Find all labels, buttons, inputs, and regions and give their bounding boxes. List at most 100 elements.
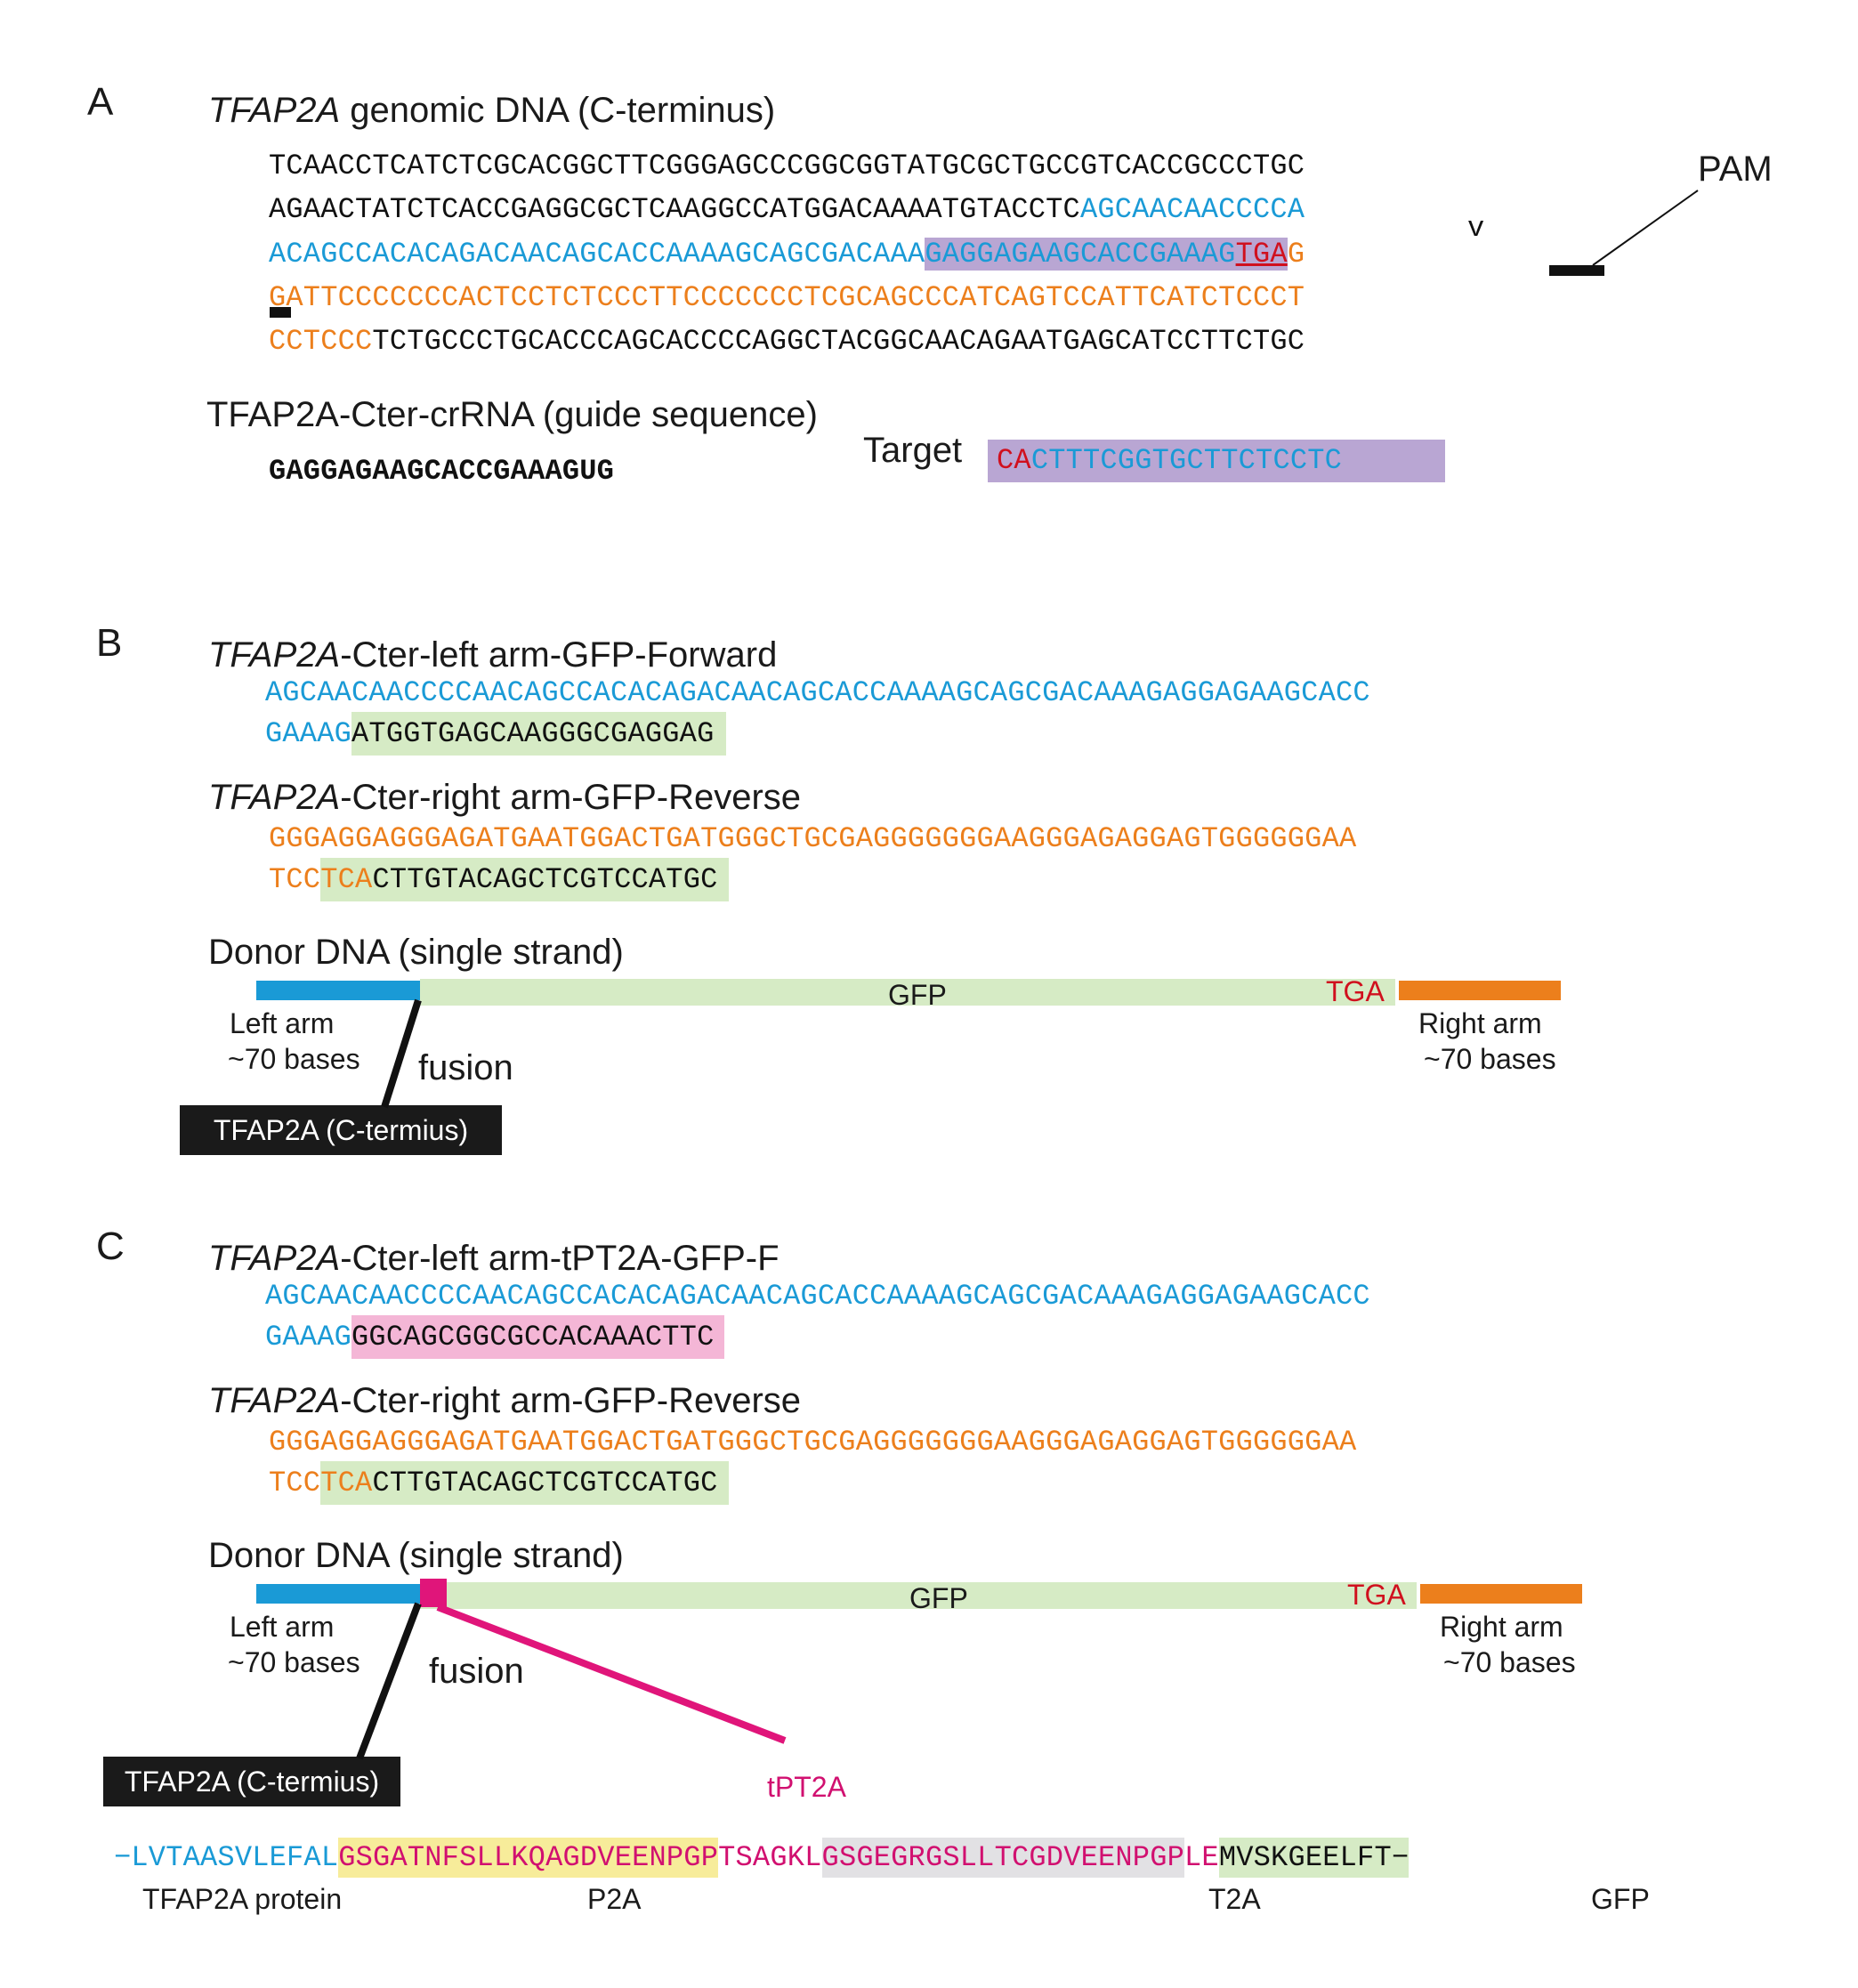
right-arm-label: Right arm (1440, 1611, 1563, 1643)
primer-name-rest: -Cter-left arm-GFP-Forward (340, 635, 778, 675)
linker-seq: TSAGKL (718, 1841, 822, 1874)
cut-site-mark: v (1467, 212, 1485, 245)
rev-primer-line-1: GGGAGGAGGGAGATGAATGGACTGATGGGCTGCGAGGGGG… (269, 1426, 1357, 1459)
tfap2a-protein-label: TFAP2A protein (142, 1883, 343, 1915)
gfp-anneal-seq: ATGGTGAGCAAGGGCGAGGAG (351, 712, 727, 756)
target-site-seq: GAGGAGAAGCACCGAAAG (925, 238, 1236, 271)
primer-name-rest: -Cter-right arm-GFP-Reverse (340, 778, 802, 817)
gene-name: TFAP2A (208, 1381, 341, 1420)
gene-name: TFAP2A (208, 1239, 341, 1278)
genomic-line-5: CCTCCCTCTGCCCTGCACCCAGCACCCCAGGCTACGGCAA… (269, 325, 1305, 358)
primer-name-rest: -Cter-left arm-tPT2A-GFP-F (340, 1239, 780, 1278)
left-arm-seq: GAAAG (265, 717, 352, 750)
right-arm-seq: CCTCCC (269, 325, 373, 358)
pam-leader-line (1592, 190, 1699, 266)
gfp-protein-label: GFP (1591, 1883, 1650, 1915)
right-arm-length: ~70 bases (1443, 1646, 1576, 1678)
gene-name: TFAP2A (208, 778, 341, 817)
gfp-label: GFP (909, 1582, 968, 1614)
tfap2a-protein-seq: −LVTAASVLEFAL (114, 1841, 339, 1874)
pam-underline-bar (1549, 265, 1604, 276)
genomic-line-3: ACAGCCACACAGACAACAGCACCAAAAGCAGCGACAAAGA… (269, 238, 1305, 271)
c-terminus-box: TFAP2A (C-termius) (180, 1105, 502, 1155)
crrna-sequence: GAGGAGAAGCACCGAAAGUG (269, 455, 615, 488)
t2a-label: T2A (1208, 1883, 1261, 1915)
gfp-bar (420, 1582, 1417, 1609)
tpt2a-bar (420, 1579, 447, 1607)
p2a-seq: GSGATNFSLLKQAGDVEENPGP (338, 1838, 719, 1878)
panel-c-rev-title: TFAP2A-Cter-right arm-GFP-Reverse (208, 1381, 801, 1421)
right-arm-length: ~70 bases (1424, 1043, 1556, 1075)
stop-codon-seq: TCA (320, 863, 373, 896)
genomic-seq: AGAACTATCTCACCGAGGCGCTCAAGGCCATGGACAAAAT… (269, 193, 1080, 226)
genomic-line-2: AGAACTATCTCACCGAGGCGCTCAAGGCCATGGACAAAAT… (269, 193, 1305, 226)
panel-a-title-rest: genomic DNA (C-terminus) (340, 91, 776, 130)
right-arm-seq: TCC (269, 1467, 321, 1499)
tpt2a-label: tPT2A (767, 1771, 846, 1803)
gfp-protein-seq: MVSKGEELFT− (1218, 1838, 1410, 1878)
panel-b-fwd-title: TFAP2A-Cter-left arm-GFP-Forward (208, 635, 777, 675)
fusion-label: fusion (418, 1048, 513, 1087)
tpt2a-leader-line (436, 1604, 787, 1744)
genomic-line-1: TCAACCTCATCTCGCACGGCTTCGGGAGCCCGGCGGTATG… (269, 150, 1305, 182)
left-arm-bar (256, 1584, 420, 1604)
gfp-label: GFP (888, 979, 947, 1011)
pam-underline-bar-2 (270, 307, 291, 318)
panel-a-title: TFAP2A genomic DNA (C-terminus) (208, 91, 775, 131)
panel-c-fwd-title: TFAP2A-Cter-left arm-tPT2A-GFP-F (208, 1239, 780, 1279)
crrna-label: TFAP2A-Cter-crRNA (guide sequence) (206, 395, 818, 434)
donor-dna-label: Donor DNA (single strand) (208, 1536, 624, 1575)
left-arm-length: ~70 bases (228, 1043, 360, 1075)
fusion-leader-line (356, 1602, 422, 1760)
target-pam-seq: CA (997, 444, 1031, 477)
stop-codon-seq: TCA (320, 1467, 373, 1499)
fusion-protein-sequence: −LVTAASVLEFALGSGATNFSLLKQAGDVEENPGPTSAGK… (114, 1838, 1410, 1878)
fwd-primer-line-1: AGCAACAACCCCAACAGCCACACAGACAACAGCACCAAAA… (265, 676, 1370, 709)
right-arm-bar (1420, 1584, 1582, 1604)
rev-primer-line-2: TCCTCACTTGTACAGCTCGTCCATGC (269, 858, 729, 901)
gfp-anneal-seq: CTTGTACAGCTCGTCCATGC (372, 863, 718, 896)
p2a-label: P2A (587, 1883, 642, 1915)
genomic-line-4: GATTCCCCCCCACTCCTCTCCCTTCCCCCCCTCGCAGCCC… (269, 281, 1305, 314)
fwd-primer-line-2: GAAAGATGGTGAGCAAGGGCGAGGAG (265, 712, 727, 756)
c-terminus-box: TFAP2A (C-termius) (103, 1757, 400, 1806)
right-arm-label: Right arm (1418, 1007, 1542, 1039)
primer-name-rest: -Cter-right arm-GFP-Reverse (340, 1381, 802, 1420)
left-arm-seq: AGCAACAACCCCA (1079, 193, 1305, 226)
rev-primer-line-1: GGGAGGAGGGAGATGAATGGACTGATGGGCTGCGAGGGGG… (269, 822, 1357, 855)
rev-primer-line-2: TCCTCACTTGTACAGCTCGTCCATGC (269, 1461, 729, 1505)
left-arm-label: Left arm (230, 1611, 335, 1643)
target-label: Target (863, 431, 963, 470)
fwd-primer-line-2: GAAAGGGCAGCGGCGCCACAAACTTC (265, 1315, 725, 1359)
gfp-anneal-seq: CTTGTACAGCTCGTCCATGC (372, 1467, 718, 1499)
gfp-bar (420, 979, 1395, 1006)
left-arm-bar (256, 981, 420, 1000)
gene-name: TFAP2A (208, 91, 341, 130)
genomic-seq: TCTGCCCTGCACCCAGCACCCCAGGCTACGGCAACAGAAT… (372, 325, 1305, 358)
t2a-seq: GSGEGRGSLLTCGDVEENPGP (821, 1838, 1185, 1878)
gene-name: TFAP2A (208, 635, 341, 675)
left-arm-length: ~70 bases (228, 1646, 360, 1678)
panel-b-letter: B (96, 621, 123, 665)
fwd-primer-line-1: AGCAACAACCCCAACAGCCACACAGACAACAGCACCAAAA… (265, 1280, 1370, 1313)
stop-codon-seq: TGA (1235, 238, 1288, 271)
stop-codon-label: TGA (1347, 1579, 1406, 1611)
right-arm-seq: TCC (269, 863, 321, 896)
left-arm-seq: GAAAG (265, 1321, 352, 1354)
right-arm-seq: G (1287, 238, 1305, 271)
tpt2a-anneal-seq: GGCAGCGGCGCCACAAACTTC (351, 1315, 725, 1359)
fusion-label: fusion (429, 1652, 524, 1691)
left-arm-seq: ACAGCCACACAGACAACAGCACCAAAAGCAGCGACAAA (269, 238, 925, 271)
left-arm-label: Left arm (230, 1007, 335, 1039)
target-protospacer-seq: CTTTCGGTGCTTCTCCTC (1030, 444, 1343, 477)
target-sequence-box: CACTTTCGGTGCTTCTCCTC (988, 440, 1445, 482)
le-linker-seq: LE (1184, 1841, 1219, 1874)
fusion-leader-line (381, 998, 422, 1109)
stop-codon-label: TGA (1326, 975, 1385, 1007)
pam-label: PAM (1698, 150, 1773, 189)
panel-b-rev-title: TFAP2A-Cter-right arm-GFP-Reverse (208, 778, 801, 818)
right-arm-bar (1399, 981, 1561, 1000)
donor-dna-label: Donor DNA (single strand) (208, 933, 624, 972)
panel-c-letter: C (96, 1224, 125, 1268)
